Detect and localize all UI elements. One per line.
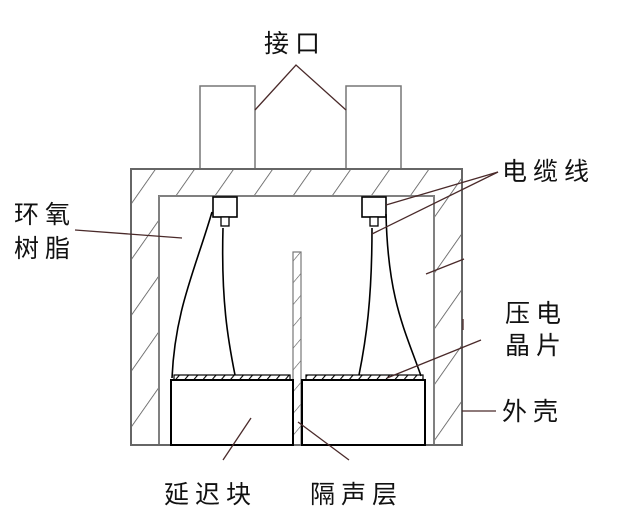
label-sound-insulation: 隔声层 xyxy=(310,480,404,509)
label-piezo-line1: 压电 xyxy=(505,299,568,328)
delay-block-left xyxy=(170,379,294,446)
label-cable: 电缆线 xyxy=(502,157,596,186)
sound-insulation-layer xyxy=(292,251,302,446)
label-interface: 接口 xyxy=(264,29,327,58)
piezo-crystal-left xyxy=(173,374,291,381)
label-epoxy-line1: 环氧 xyxy=(14,200,77,229)
label-piezo-line2: 晶片 xyxy=(505,331,568,360)
label-shell: 外壳 xyxy=(502,397,565,426)
delay-block-right xyxy=(301,379,426,446)
label-delay-block: 延迟块 xyxy=(164,480,258,509)
interface-connector-left xyxy=(199,85,256,170)
label-epoxy-line2: 树脂 xyxy=(14,234,77,263)
leader-lines xyxy=(74,64,499,461)
piezo-crystal-right xyxy=(305,374,424,381)
cables xyxy=(171,211,422,379)
interface-connector-right xyxy=(345,85,402,170)
cable-connector-left xyxy=(212,196,238,218)
cable-connector-right xyxy=(361,196,387,218)
